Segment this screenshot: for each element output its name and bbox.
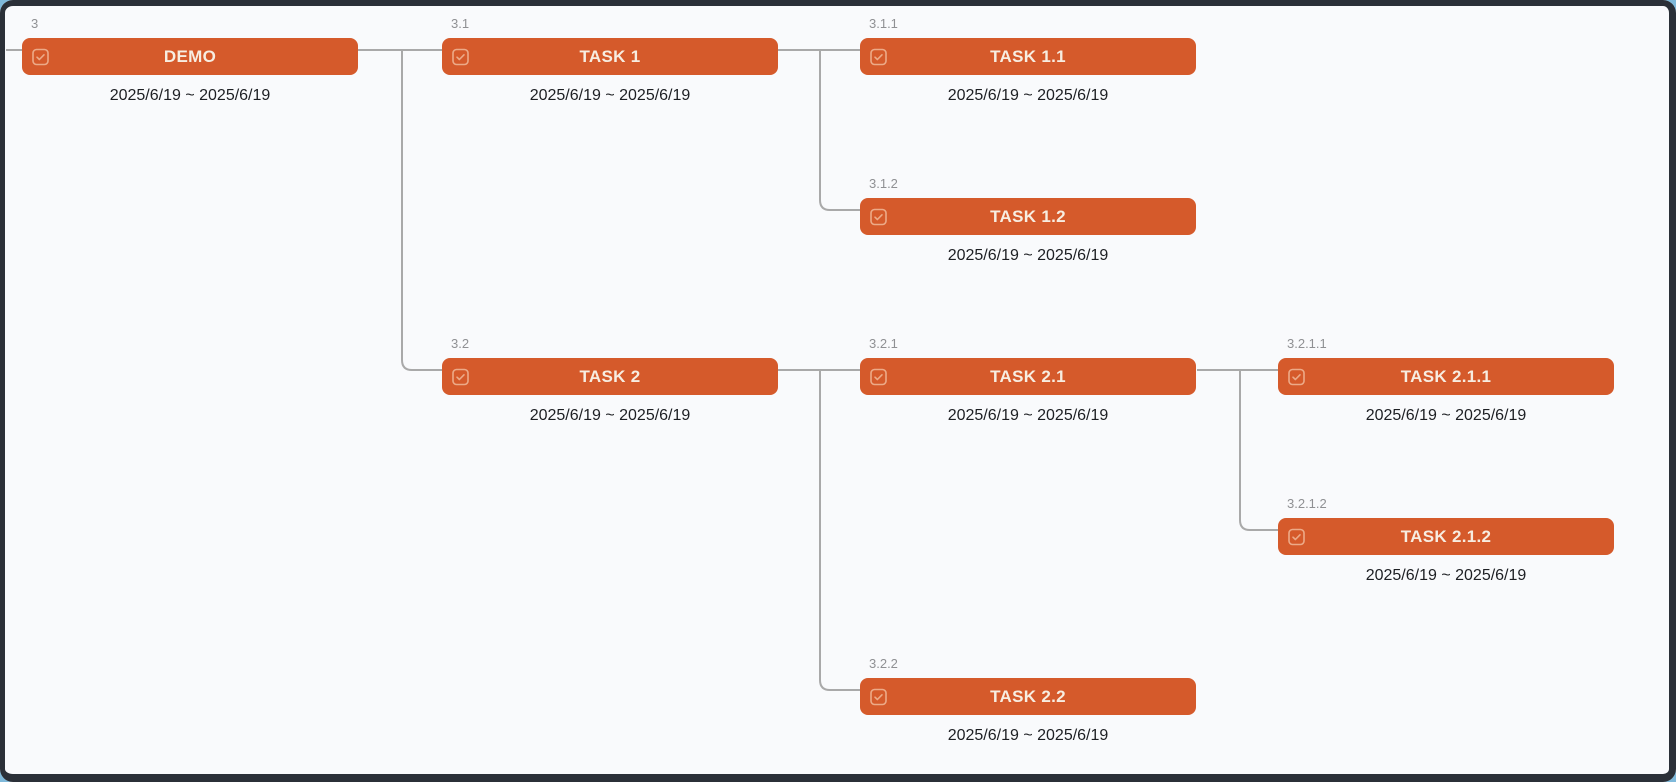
check-square-icon [870,208,887,225]
node-task-1-1: 3.1.1 TASK 1.1 2025/6/19 ~ 2025/6/19 [860,16,1196,105]
node-date-range: 2025/6/19 ~ 2025/6/19 [529,407,691,424]
node-number: 3.2.2 [869,656,898,671]
task-bar-task-2-1-1[interactable]: TASK 2.1.1 [1278,358,1614,395]
task-bar-demo[interactable]: DEMO [22,38,358,75]
node-date-range: 2025/6/19 ~ 2025/6/19 [1365,407,1527,424]
check-square-icon [870,688,887,705]
node-date-range: 2025/6/19 ~ 2025/6/19 [947,87,1109,104]
node-task-2-2: 3.2.2 TASK 2.2 2025/6/19 ~ 2025/6/19 [860,656,1196,745]
task-bar-task-2-2[interactable]: TASK 2.2 [860,678,1196,715]
node-date-range: 2025/6/19 ~ 2025/6/19 [109,87,271,104]
node-number: 3.1.2 [869,176,898,191]
node-title: TASK 2.1.2 [1400,526,1492,546]
task-bar-task-2[interactable]: TASK 2 [442,358,778,395]
node-title: TASK 1 [579,46,641,66]
node-date-range: 2025/6/19 ~ 2025/6/19 [947,247,1109,264]
node-number: 3.1.1 [869,16,898,31]
node-title: TASK 2.1 [990,366,1066,386]
node-title: TASK 2 [579,366,641,386]
connector-task21-task212 [1239,370,1278,531]
task-bar-task-1-1[interactable]: TASK 1.1 [860,38,1196,75]
task-bar-task-1[interactable]: TASK 1 [442,38,778,75]
node-task-2-1-1: 3.2.1.1 TASK 2.1.1 2025/6/19 ~ 2025/6/19 [1278,336,1614,425]
check-square-icon [870,48,887,65]
task-bar-task-1-2[interactable]: TASK 1.2 [860,198,1196,235]
node-title: TASK 1.1 [990,46,1066,66]
node-demo: 3 DEMO 2025/6/19 ~ 2025/6/19 [22,16,358,105]
check-square-icon [870,368,887,385]
check-square-icon [452,368,469,385]
node-task-2-1-2: 3.2.1.2 TASK 2.1.2 2025/6/19 ~ 2025/6/19 [1278,496,1614,585]
node-number: 3.2.1.2 [1287,496,1327,511]
node-title: TASK 2.2 [990,686,1066,706]
node-number: 3.1 [451,16,470,31]
task-bar-task-2-1[interactable]: TASK 2.1 [860,358,1196,395]
node-number: 3.2.1 [869,336,898,351]
node-task-2-1: 3.2.1 TASK 2.1 2025/6/19 ~ 2025/6/19 [860,336,1196,425]
node-task-1-2: 3.1.2 TASK 1.2 2025/6/19 ~ 2025/6/19 [860,176,1196,265]
node-date-range: 2025/6/19 ~ 2025/6/19 [947,407,1109,424]
node-title: TASK 2.1.1 [1400,366,1492,386]
check-square-icon [1288,528,1305,545]
connector-task2-task22 [819,370,860,691]
node-number: 3.2 [451,336,470,351]
node-task-2: 3.2 TASK 2 2025/6/19 ~ 2025/6/19 [442,336,778,425]
node-date-range: 2025/6/19 ~ 2025/6/19 [529,87,691,104]
connector-demo-task2 [401,50,442,371]
node-number: 3.2.1.1 [1287,336,1327,351]
node-title: DEMO [163,46,217,66]
check-square-icon [32,48,49,65]
node-task-1: 3.1 TASK 1 2025/6/19 ~ 2025/6/19 [442,16,778,105]
connector-task1-task12 [819,50,860,211]
node-title: TASK 1.2 [990,206,1066,226]
task-bar-task-2-1-2[interactable]: TASK 2.1.2 [1278,518,1614,555]
node-number: 3 [31,16,39,31]
check-square-icon [1288,368,1305,385]
node-date-range: 2025/6/19 ~ 2025/6/19 [947,727,1109,744]
check-square-icon [452,48,469,65]
node-date-range: 2025/6/19 ~ 2025/6/19 [1365,567,1527,584]
